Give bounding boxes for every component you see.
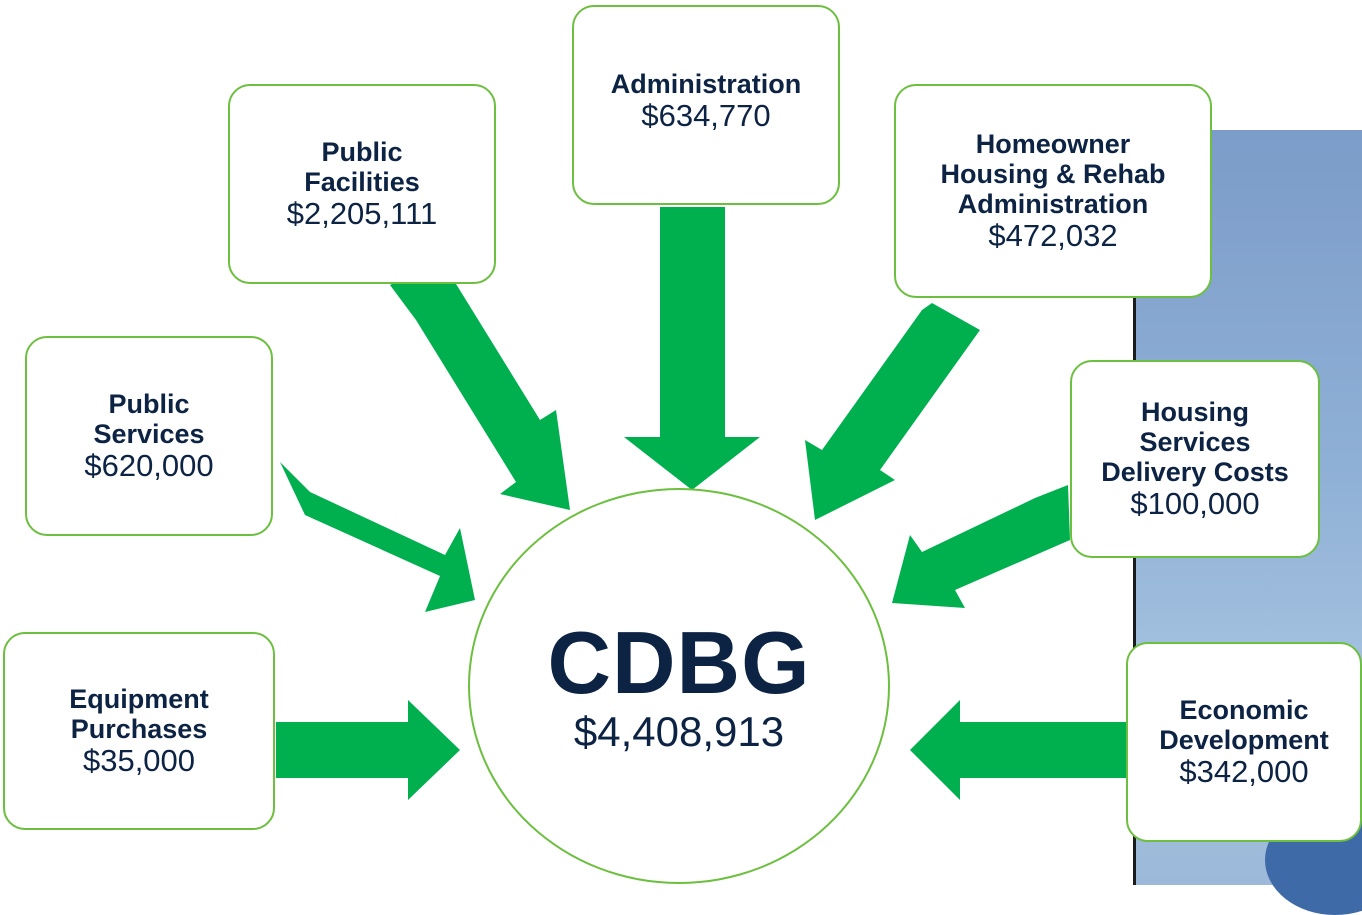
- public-facilities-title-1: Public: [321, 137, 403, 167]
- box-equipment-purchases: Equipment Purchases $35,000: [3, 632, 275, 830]
- flow-arrows: [276, 207, 1126, 800]
- public-facilities-amount: $2,205,111: [286, 196, 438, 231]
- arrow-public-services: [280, 462, 475, 612]
- homeowner-housing-title-3: Administration: [957, 189, 1149, 219]
- arrow-economic-development: [910, 700, 1126, 800]
- box-housing-services: Housing Services Delivery Costs $100,000: [1070, 360, 1320, 558]
- hub-title: CDBG: [547, 613, 811, 712]
- arrow-public-facilities: [390, 258, 570, 510]
- box-economic-development: Economic Development $342,000: [1126, 642, 1362, 842]
- public-services-amount: $620,000: [84, 448, 214, 483]
- cdbg-hub: CDBG $4,408,913: [468, 488, 890, 884]
- administration-title: Administration: [610, 69, 802, 99]
- equipment-purchases-amount: $35,000: [82, 743, 196, 778]
- homeowner-housing-title-2: Housing & Rehab: [940, 159, 1166, 189]
- public-services-title-1: Public: [108, 389, 190, 419]
- equipment-purchases-title-2: Purchases: [70, 714, 208, 744]
- arrow-equipment-purchases: [276, 700, 460, 800]
- arrow-administration: [624, 207, 760, 490]
- economic-development-title-2: Development: [1159, 725, 1329, 755]
- public-services-title-2: Services: [93, 419, 205, 449]
- economic-development-amount: $342,000: [1179, 754, 1309, 789]
- equipment-purchases-title-1: Equipment: [69, 684, 209, 714]
- arrow-homeowner-housing: [805, 303, 980, 520]
- box-administration: Administration $634,770: [572, 5, 840, 205]
- public-facilities-title-2: Facilities: [304, 167, 420, 197]
- arrow-housing-services: [892, 485, 1070, 608]
- box-public-facilities: Public Facilities $2,205,111: [228, 84, 496, 284]
- housing-services-title-1: Housing: [1141, 397, 1249, 427]
- homeowner-housing-amount: $472,032: [988, 218, 1118, 253]
- housing-services-title-3: Delivery Costs: [1101, 457, 1289, 487]
- homeowner-housing-title-1: Homeowner: [975, 129, 1131, 159]
- box-public-services: Public Services $620,000: [25, 336, 273, 536]
- housing-services-amount: $100,000: [1130, 486, 1260, 521]
- economic-development-title-1: Economic: [1179, 695, 1309, 725]
- housing-services-title-2: Services: [1139, 427, 1251, 457]
- administration-amount: $634,770: [641, 98, 771, 133]
- hub-amount: $4,408,913: [573, 708, 785, 755]
- box-homeowner-housing: Homeowner Housing & Rehab Administration…: [894, 84, 1212, 298]
